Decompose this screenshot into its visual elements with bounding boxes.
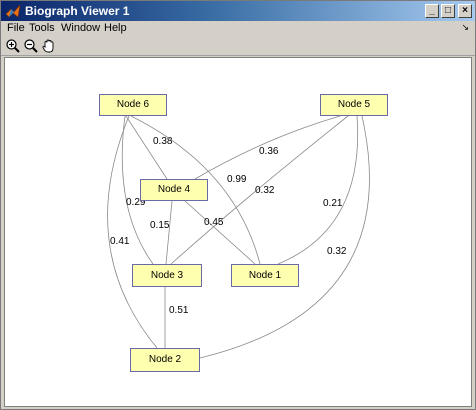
matlab-icon — [5, 3, 21, 19]
edge-n5-n1[interactable] — [277, 115, 359, 265]
edge-n5-n3[interactable] — [170, 115, 349, 265]
graph-node-n5[interactable]: Node 5 — [320, 94, 388, 116]
edge-n4-n1[interactable] — [184, 200, 256, 265]
minimize-button[interactable]: _ — [425, 4, 439, 18]
menu-bar: File Tools Window Help ↘ — [1, 21, 475, 37]
edge-weight-label: 0.15 — [150, 220, 170, 231]
menu-tools[interactable]: Tools — [29, 22, 55, 34]
zoom-out-icon[interactable] — [23, 38, 39, 54]
maximize-button[interactable]: □ — [441, 4, 455, 18]
graph-node-n2[interactable]: Node 2 — [130, 348, 200, 372]
edge-weight-label: 0.99 — [227, 174, 247, 185]
edge-n6-n2[interactable] — [107, 115, 158, 349]
dock-arrow-icon[interactable]: ↘ — [461, 22, 469, 32]
menu-file[interactable]: File — [7, 22, 25, 34]
pan-hand-icon[interactable] — [41, 38, 57, 54]
edge-weight-label: 0.45 — [204, 217, 224, 228]
graph-node-n4[interactable]: Node 4 — [140, 179, 208, 201]
edge-weight-label: 0.32 — [327, 246, 347, 257]
edge-weight-label: 0.29 — [126, 197, 146, 208]
edge-n6-n4[interactable] — [125, 115, 168, 180]
toolbar — [1, 37, 475, 56]
edge-n5-n4[interactable] — [194, 115, 341, 180]
edge-layer: 0.38 0.99 0.29 0.41 0.36 0.32 0.21 0.32 0.15 0.45… — [107, 115, 370, 359]
window-title: Biograph Viewer 1 — [25, 4, 130, 18]
edge-n4-n3[interactable] — [165, 200, 173, 265]
edge-weight-label: 0.41 — [110, 236, 130, 247]
edge-weight-label: 0.32 — [255, 185, 275, 196]
edge-weight-label: 0.36 — [259, 146, 279, 157]
graph-node-n6[interactable]: Node 6 — [99, 94, 167, 116]
graph-node-n3[interactable]: Node 3 — [132, 264, 202, 287]
edge-n6-n1[interactable] — [130, 115, 261, 265]
zoom-in-icon[interactable] — [5, 38, 21, 54]
edge-n6-n3[interactable] — [121, 115, 154, 265]
graph-node-n1[interactable]: Node 1 — [231, 264, 299, 287]
menu-window[interactable]: Window — [61, 22, 101, 34]
edge-weight-label: 0.51 — [169, 305, 189, 316]
edge-n5-n2[interactable] — [199, 115, 370, 359]
close-button[interactable]: × — [458, 4, 472, 18]
edge-weight-label: 0.21 — [323, 198, 343, 209]
graph-canvas[interactable]: 0.38 0.99 0.29 0.41 0.36 0.32 0.21 0.32 0.15 0.45… — [4, 57, 472, 407]
menu-help[interactable]: Help — [104, 22, 127, 34]
edge-weight-label: 0.38 — [153, 136, 173, 147]
title-bar[interactable]: Biograph Viewer 1 _ □ × — [1, 1, 475, 21]
